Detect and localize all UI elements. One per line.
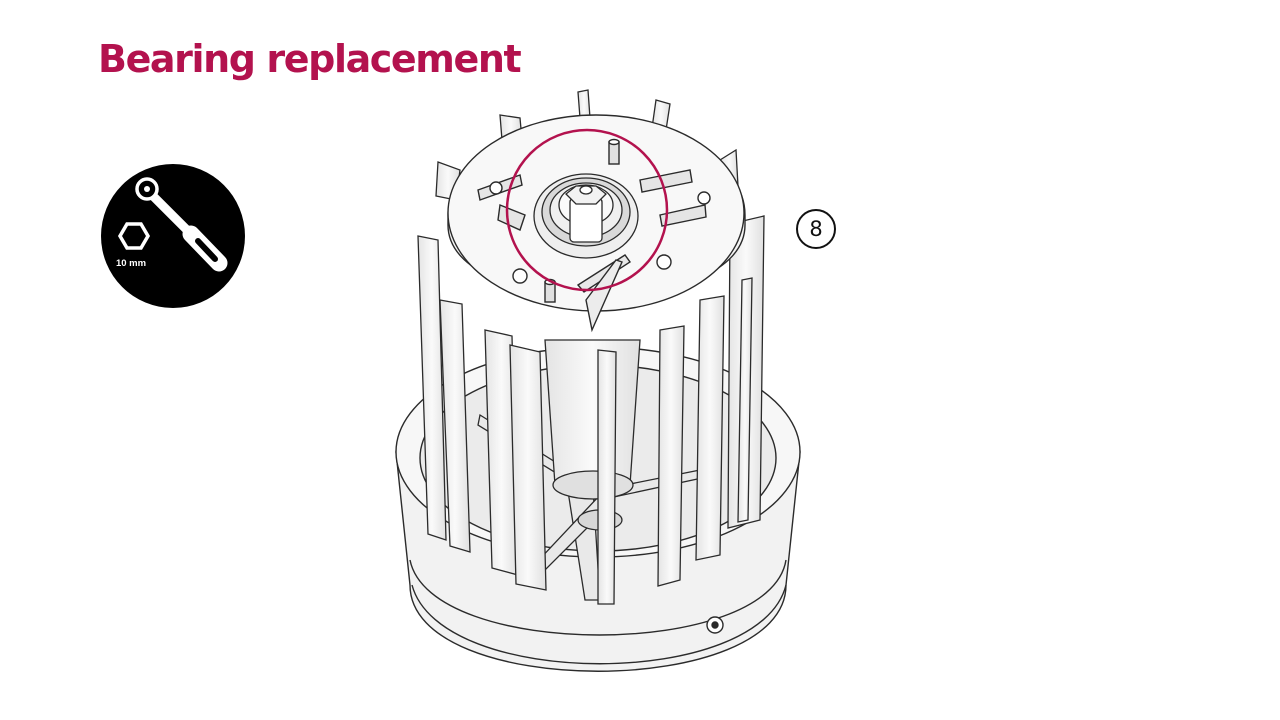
fan-blades — [417, 89, 765, 605]
ratchet-wrench-icon — [135, 177, 228, 272]
tool-size-label: 10 mm — [116, 258, 146, 269]
focus-highlight-circle — [505, 128, 669, 292]
tool-badge: 10 mm — [101, 164, 245, 308]
hex-socket-icon — [117, 222, 151, 250]
bearing-nut-assembly — [533, 173, 639, 259]
step-number: 8 — [796, 209, 836, 249]
page-title: Bearing replacement — [98, 37, 522, 81]
